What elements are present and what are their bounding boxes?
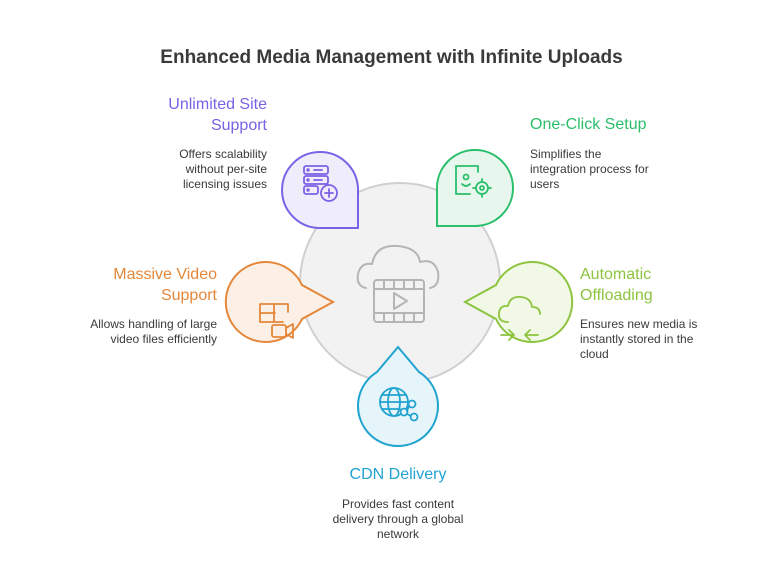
label-line: Support bbox=[160, 287, 217, 304]
label-line: Massive Video bbox=[113, 266, 217, 283]
desc-line: Provides fast content bbox=[341, 497, 455, 511]
desc-auto-offload: Ensures new media is instantly stored in… bbox=[580, 317, 770, 362]
desc-line: integration process for bbox=[530, 162, 649, 176]
desc-line: without per-site bbox=[185, 162, 267, 176]
label-line: CDN Delivery bbox=[349, 466, 447, 483]
label-line: Offloading bbox=[580, 287, 653, 304]
desc-line: Offers scalability bbox=[179, 147, 267, 161]
desc-line: delivery through a global bbox=[332, 512, 464, 526]
cloud-video-icon bbox=[356, 244, 440, 323]
desc-one-click: Simplifies the integration process for u… bbox=[530, 147, 730, 192]
label-line: Support bbox=[210, 117, 267, 134]
globe-share-icon bbox=[379, 387, 419, 422]
desc-line: users bbox=[530, 177, 560, 191]
desc-line: network bbox=[376, 527, 420, 541]
label-unlimited-site: Unlimited Site Support bbox=[100, 94, 267, 136]
desc-line: Allows handling of large bbox=[90, 317, 217, 331]
label-cdn-delivery: CDN Delivery bbox=[298, 464, 498, 485]
one-click-drop bbox=[436, 149, 514, 227]
desc-line: cloud bbox=[580, 347, 609, 361]
massive-video-drop bbox=[224, 261, 336, 343]
label-line: Unlimited Site bbox=[168, 96, 267, 113]
label-line: Automatic bbox=[580, 266, 652, 283]
settings-panel-icon bbox=[455, 165, 492, 198]
unlimited-site-drop bbox=[281, 151, 359, 229]
desc-cdn-delivery: Provides fast content delivery through a… bbox=[298, 497, 498, 542]
cloud-sync-icon bbox=[498, 296, 541, 341]
server-add-icon bbox=[303, 165, 338, 202]
desc-line: video files efficiently bbox=[110, 332, 218, 346]
label-line: One-Click Setup bbox=[530, 116, 647, 133]
video-layout-icon bbox=[259, 303, 294, 339]
label-auto-offload: Automatic Offloading bbox=[580, 264, 770, 306]
desc-line: instantly stored in the bbox=[580, 332, 694, 346]
desc-unlimited-site: Offers scalability without per-site lice… bbox=[100, 147, 267, 192]
diagram-title: Enhanced Media Management with Infinite … bbox=[160, 47, 623, 68]
label-massive-video: Massive Video Support bbox=[40, 264, 217, 306]
cdn-delivery-drop bbox=[357, 345, 439, 448]
desc-line: Simplifies the bbox=[530, 147, 602, 161]
desc-line: licensing issues bbox=[182, 177, 267, 191]
desc-line: Ensures new media is bbox=[580, 317, 698, 331]
label-one-click: One-Click Setup bbox=[530, 114, 730, 135]
auto-offload-drop bbox=[462, 261, 574, 343]
desc-massive-video: Allows handling of large video files eff… bbox=[40, 317, 217, 347]
